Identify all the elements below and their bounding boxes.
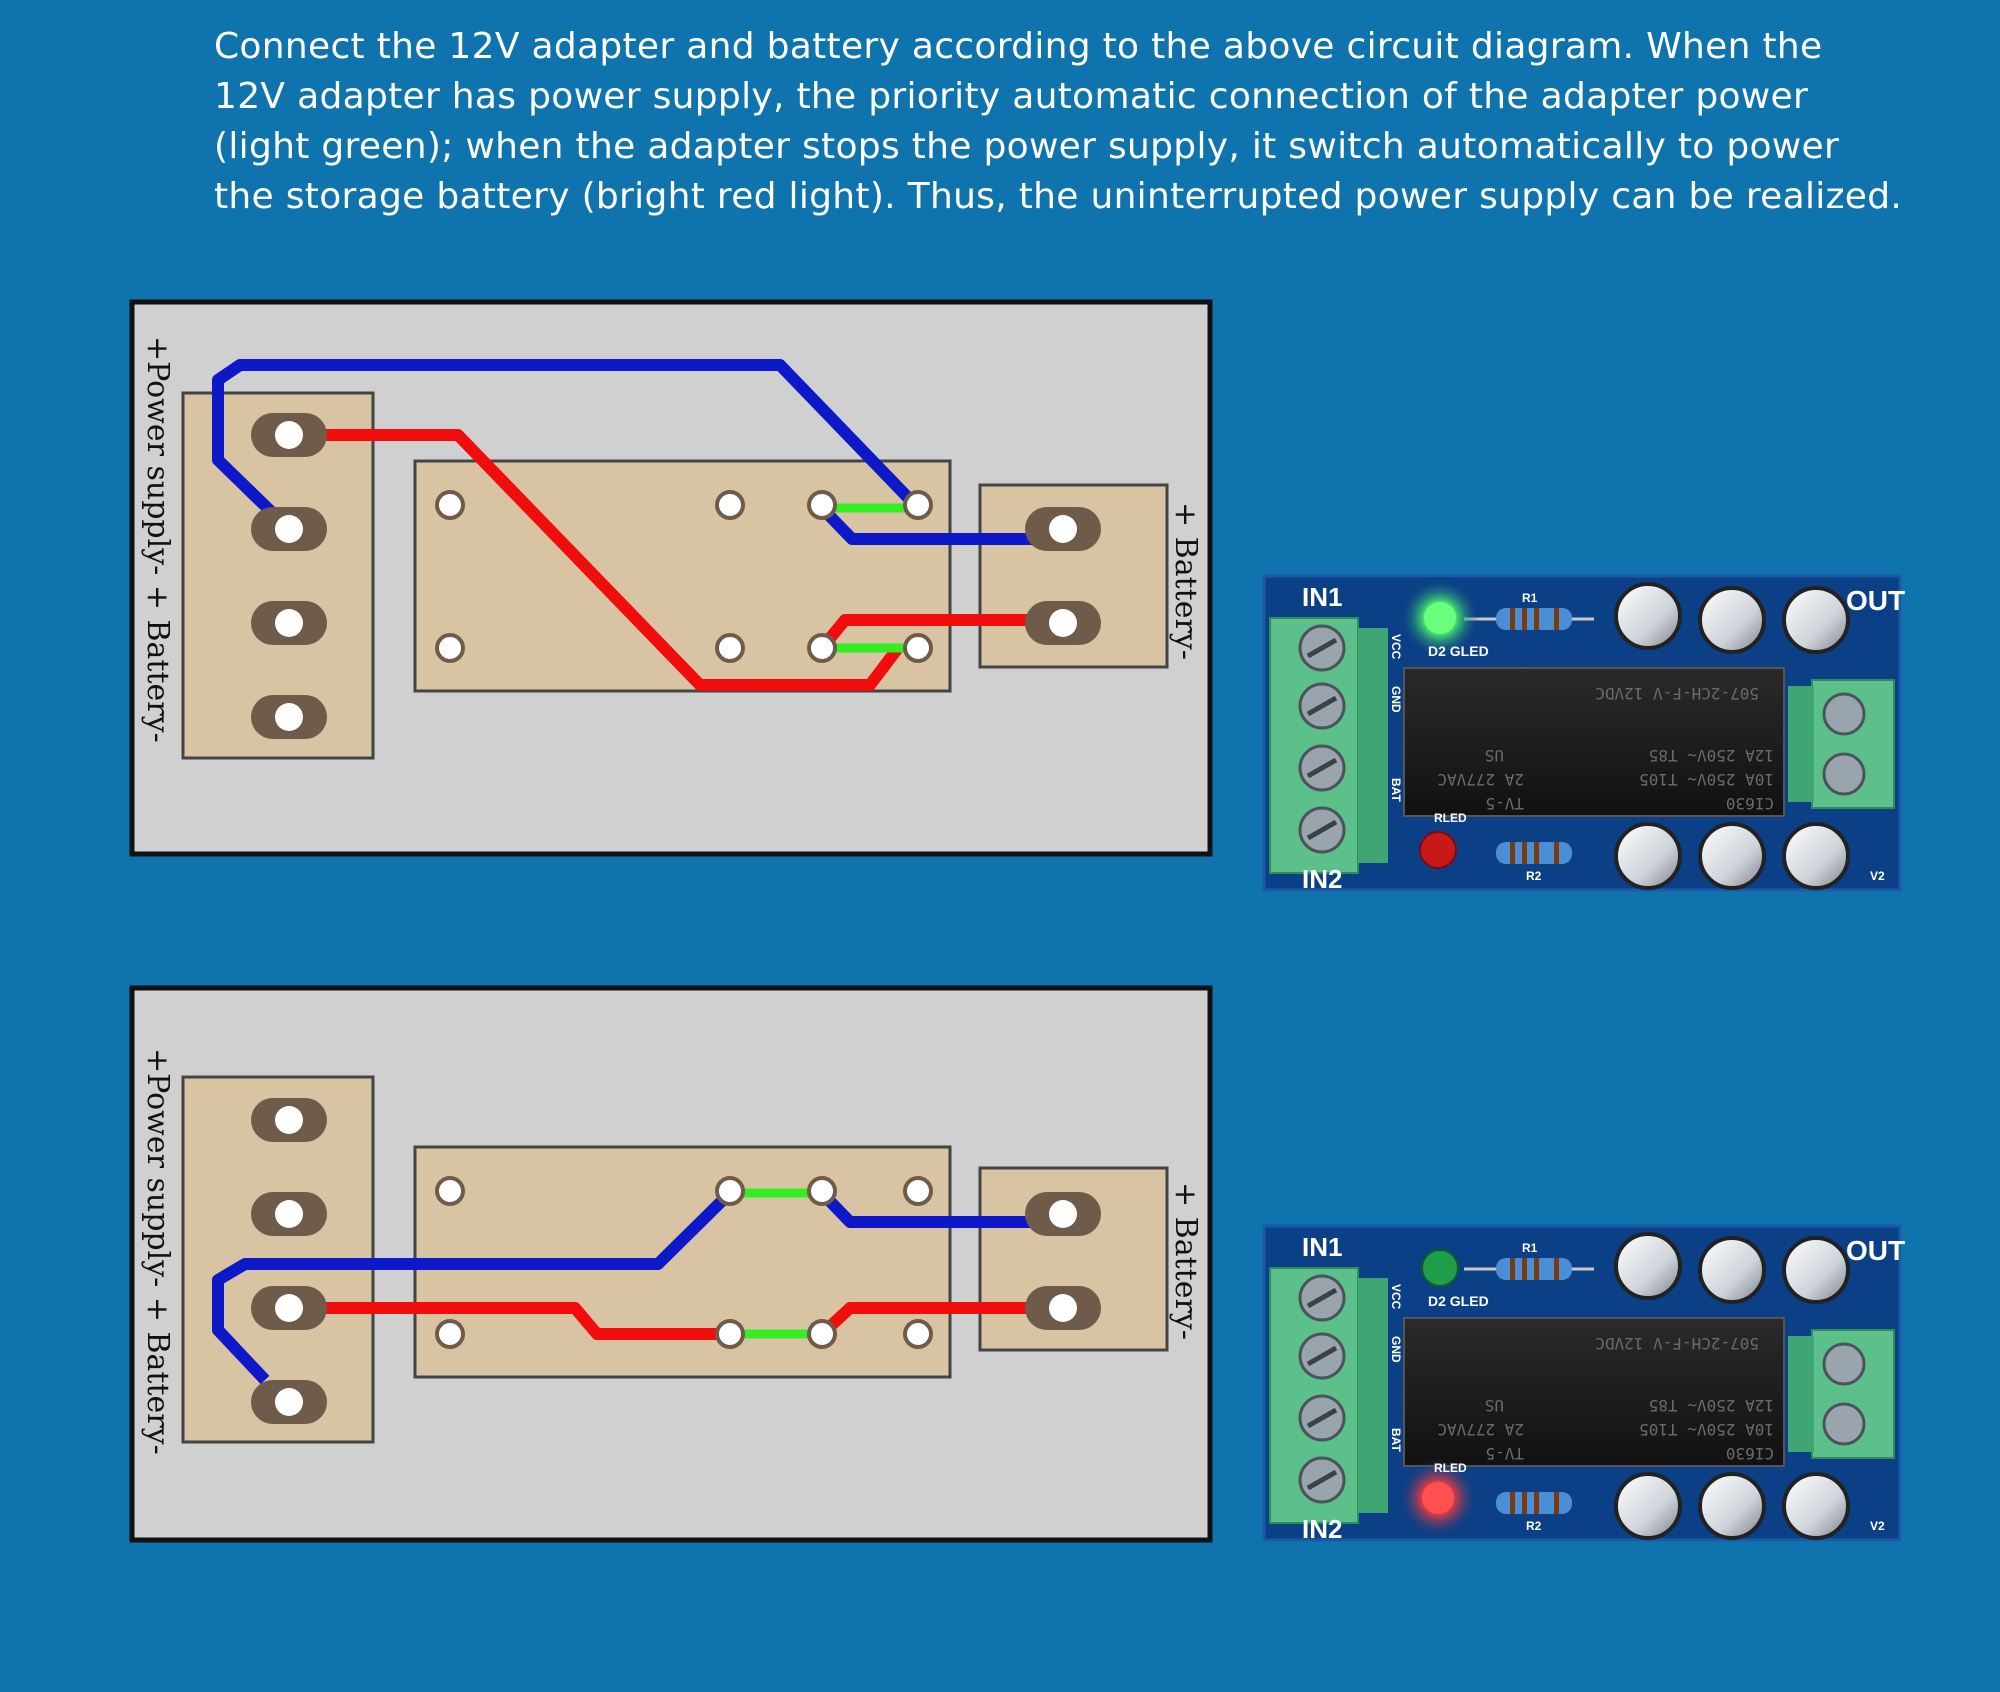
positive-wire xyxy=(289,1302,730,1340)
relay-marking: 10A 250V~ T105 xyxy=(1639,770,1774,789)
capacitors xyxy=(1614,582,1850,890)
relay-marking: 2A 277VAC xyxy=(1437,770,1524,789)
red-led xyxy=(1419,831,1457,869)
right-terminal-label: + Battery- xyxy=(1168,1182,1203,1340)
r2-label: R2 xyxy=(1526,1519,1542,1533)
bat-label: BAT xyxy=(1389,778,1403,802)
red-led xyxy=(1422,1482,1454,1514)
negative-wire xyxy=(212,359,923,534)
in1-label: IN1 xyxy=(1302,582,1342,612)
in1-label: IN1 xyxy=(1302,1232,1342,1262)
capacitors xyxy=(1614,1232,1850,1540)
vcc-label: VCC xyxy=(1389,1284,1403,1310)
relay-marking: TV-5 xyxy=(1485,794,1524,813)
relay-marking: 507-2CH-F-V 12VDC xyxy=(1595,1334,1759,1353)
rled-label: RLED xyxy=(1434,811,1467,825)
in2-label: IN2 xyxy=(1302,864,1342,894)
green-led xyxy=(1424,602,1456,634)
v2-label: V2 xyxy=(1870,1519,1885,1533)
relay-body xyxy=(413,459,952,693)
positive-wire xyxy=(289,429,903,691)
gnd-label: GND xyxy=(1389,686,1403,713)
intro-line: the storage battery (bright red light). … xyxy=(214,176,1903,217)
relay-marking: CI630 xyxy=(1726,1444,1774,1463)
relay-marking: 507-2CH-F-V 12VDC xyxy=(1595,684,1759,703)
relay-marking: US xyxy=(1485,746,1504,765)
relay-marking: 12A 250V~ T85 xyxy=(1649,746,1774,765)
ups-module-board: CI630 10A 250V~ T105 12A 250V~ T85 TV-5 … xyxy=(1262,574,1905,894)
relay xyxy=(1403,667,1785,817)
intro-line: 12V adapter has power supply, the priori… xyxy=(214,76,1809,117)
relay-pins xyxy=(435,490,933,663)
left-terminal-label: +Power supply- + Battery- xyxy=(140,336,175,743)
out-label: OUT xyxy=(1846,1235,1905,1266)
rled-label: RLED xyxy=(1434,1461,1467,1475)
relay-marking: TV-5 xyxy=(1485,1444,1524,1463)
v2-label: V2 xyxy=(1870,869,1885,883)
screw-terminal-screws xyxy=(1298,624,1346,854)
bat-label: BAT xyxy=(1389,1428,1403,1452)
in2-label: IN2 xyxy=(1302,1514,1342,1544)
r1-label: R1 xyxy=(1522,1241,1538,1255)
vcc-label: VCC xyxy=(1389,634,1403,660)
relay-pins xyxy=(435,1176,933,1349)
right-terminal-label: + Battery- xyxy=(1168,502,1203,660)
negative-output-wire xyxy=(817,503,1064,545)
r2-label: R2 xyxy=(1526,869,1542,883)
ups-module-board: CI630 10A 250V~ T105 12A 250V~ T85 TV-5 … xyxy=(1262,1224,1905,1544)
diagram-adapter-powered: +Power supply- + Battery- + Battery- xyxy=(129,299,1213,857)
relay-marking: 10A 250V~ T105 xyxy=(1639,1420,1774,1439)
relay-marking: CI630 xyxy=(1726,794,1774,813)
intro-text: Connect the 12V adapter and battery acco… xyxy=(214,22,1954,222)
out-label: OUT xyxy=(1846,585,1905,616)
relay-marking: 12A 250V~ T85 xyxy=(1649,1396,1774,1415)
negative-wire xyxy=(212,1188,735,1385)
d2-label: D2 GLED xyxy=(1428,1293,1489,1309)
relay-marking: 2A 277VAC xyxy=(1437,1420,1524,1439)
d2-label: D2 GLED xyxy=(1428,643,1489,659)
left-terminal-label: +Power supply- + Battery- xyxy=(140,1048,175,1455)
gnd-label: GND xyxy=(1389,1336,1403,1363)
relay xyxy=(1403,1317,1785,1467)
diagram-battery-powered: +Power supply- + Battery- + Battery- xyxy=(129,985,1213,1543)
intro-line: Connect the 12V adapter and battery acco… xyxy=(214,26,1823,67)
r1-label: R1 xyxy=(1522,591,1538,605)
green-led xyxy=(1421,1249,1459,1287)
intro-line: (light green); when the adapter stops th… xyxy=(214,126,1840,167)
relay-marking: US xyxy=(1485,1396,1504,1415)
